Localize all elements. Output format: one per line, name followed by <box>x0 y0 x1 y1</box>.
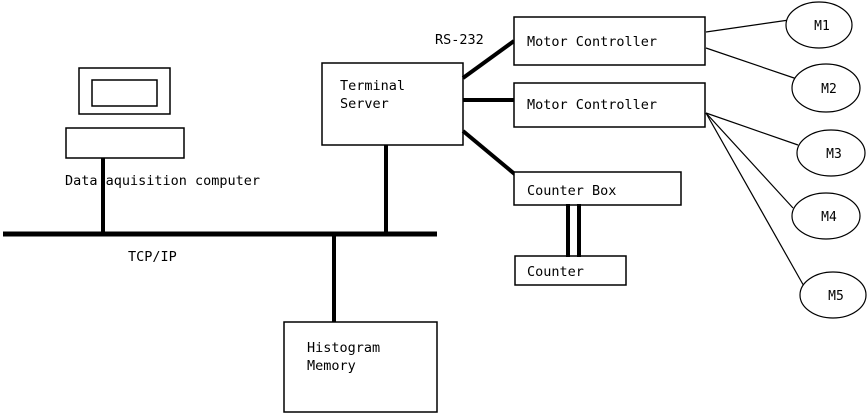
motor-m4-ellipse <box>791 192 861 240</box>
histogram-memory-label-line2: Memory <box>307 358 356 374</box>
counter-label: Counter <box>527 264 584 280</box>
link-motor-controller-2-to-m3 <box>705 112 799 146</box>
link-motor-controller-2-to-m4 <box>705 112 794 209</box>
link-motor-controller-1-to-m1 <box>705 19 790 33</box>
histogram-memory-box <box>283 321 438 413</box>
tcpip-label: TCP/IP <box>128 249 177 265</box>
motor-controller-2-box <box>513 82 706 128</box>
motor-m1-ellipse <box>785 1 853 49</box>
motor-m4-label: M4 <box>821 210 837 225</box>
counter-box-box <box>513 171 682 206</box>
terminal-server-label-line2: Server <box>340 96 389 112</box>
motor-m5-ellipse <box>799 271 867 319</box>
motor-controller-2-label: Motor Controller <box>527 97 657 113</box>
counter-box <box>514 255 627 286</box>
motor-controller-1-label: Motor Controller <box>527 34 657 50</box>
motor-m1-label: M1 <box>814 19 830 34</box>
terminal-server-box <box>321 62 464 146</box>
link-terminal-server-to-counter-box <box>461 129 519 178</box>
motor-m3-label: M3 <box>826 147 842 162</box>
link-motor-controller-2-to-m5 <box>705 112 806 289</box>
terminal-server-label-line1: Terminal <box>340 78 405 94</box>
histogram-memory-label-line1: Histogram <box>307 340 380 356</box>
computer-caption: Data aquisition computer <box>65 173 260 189</box>
computer-base <box>65 127 185 159</box>
motor-m2-ellipse <box>791 63 861 113</box>
link-terminal-server-to-motor-controller-1 <box>461 39 516 80</box>
motor-controller-1-box <box>513 16 706 66</box>
motor-m3-ellipse <box>796 129 866 177</box>
link-motor-controller-1-to-m2 <box>705 47 798 80</box>
counter-box-label: Counter Box <box>527 183 616 199</box>
rs232-label: RS-232 <box>435 32 484 48</box>
motor-m5-label: M5 <box>828 289 844 304</box>
motor-m2-label: M2 <box>821 82 837 97</box>
monitor-screen <box>91 79 158 107</box>
